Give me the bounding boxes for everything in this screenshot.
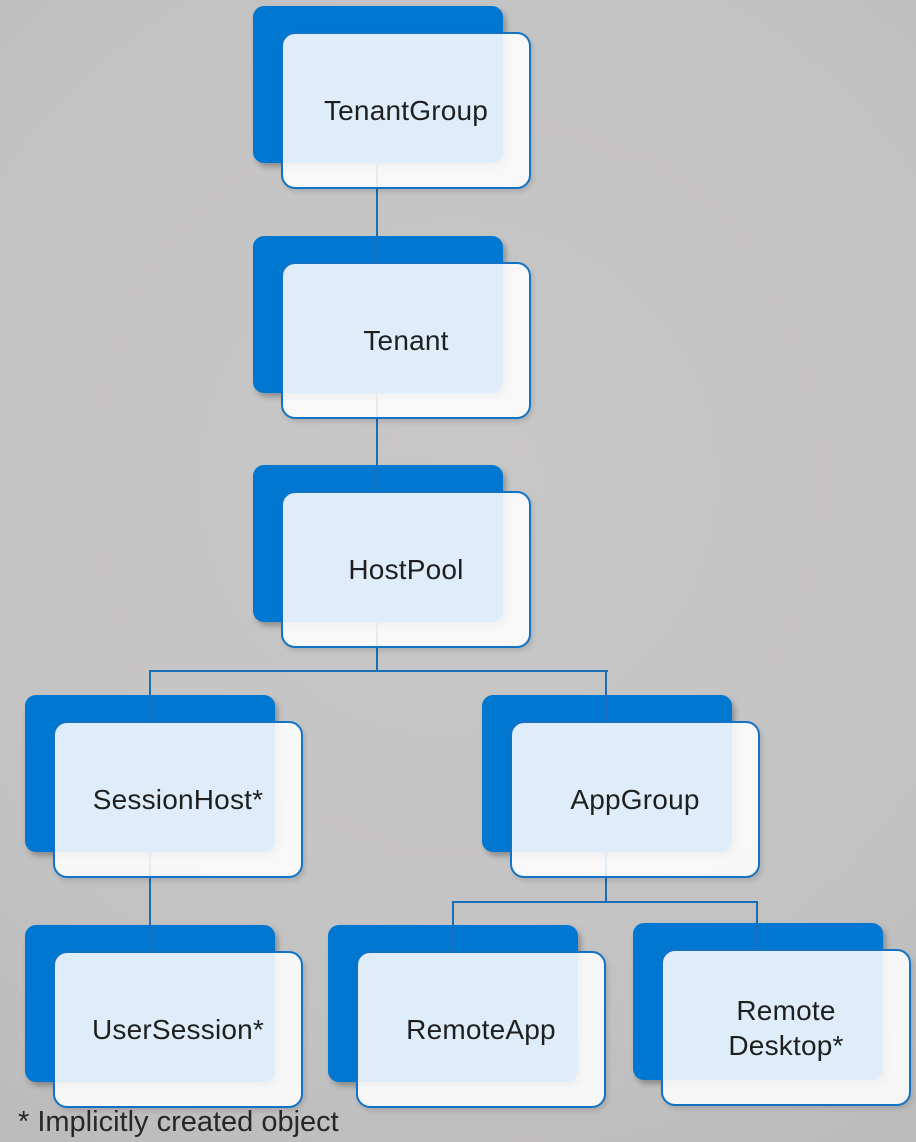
node-label-session-host: SessionHost* — [92, 784, 264, 815]
node-front-card: SessionHost* — [53, 721, 303, 878]
node-user-session: UserSession* — [25, 925, 303, 1108]
node-front-card: UserSession* — [53, 951, 303, 1108]
footnote-implicitly-created: * Implicitly created object — [18, 1106, 339, 1138]
node-front-card: RemoteApp — [356, 951, 606, 1108]
node-label-app-group: AppGroup — [570, 784, 700, 815]
node-label-remote-desktop: Remote Desktop* — [728, 994, 844, 1061]
node-remote-app: RemoteApp — [328, 925, 606, 1108]
node-front-card: AppGroup — [510, 721, 760, 878]
node-label-tenant: Tenant — [363, 325, 449, 356]
node-front-card: Tenant — [281, 262, 531, 419]
node-tenant-group: TenantGroup — [253, 6, 531, 189]
node-front-card: TenantGroup — [281, 32, 531, 189]
node-label-tenant-group: TenantGroup — [323, 95, 489, 126]
node-front-card: Remote Desktop* — [661, 949, 911, 1106]
node-label-host-pool: HostPool — [348, 554, 464, 585]
connector-hostpool-branch-horizontal — [149, 670, 608, 672]
node-app-group: AppGroup — [482, 695, 760, 878]
node-tenant: Tenant — [253, 236, 531, 419]
node-session-host: SessionHost* — [25, 695, 303, 878]
node-label-user-session: UserSession* — [91, 1014, 265, 1045]
node-front-card: HostPool — [281, 491, 531, 648]
node-host-pool: HostPool — [253, 465, 531, 648]
connector-appgroup-branch-horizontal — [452, 901, 758, 903]
node-remote-desktop: Remote Desktop* — [633, 923, 911, 1106]
node-label-remote-app: RemoteApp — [406, 1014, 556, 1045]
